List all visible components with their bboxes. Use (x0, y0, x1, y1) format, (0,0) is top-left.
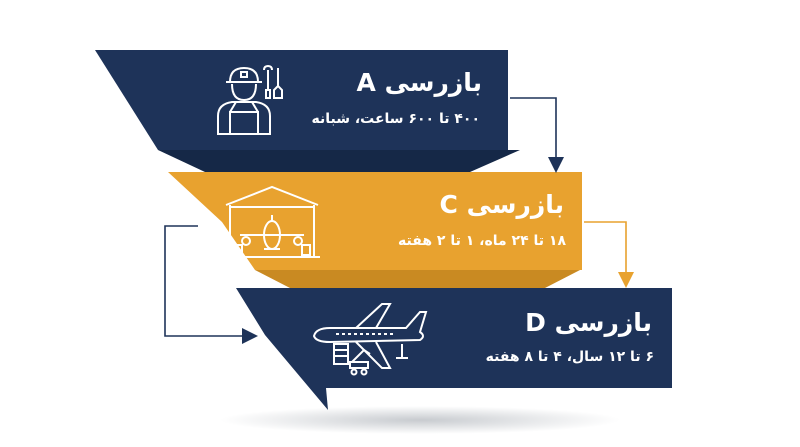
panel-d-shape (236, 288, 672, 410)
panel-d-subtitle: ۶ تا ۱۲ سال، ۴ تا ۸ هفته (485, 349, 654, 365)
connector-a-to-c (510, 97, 564, 173)
panel-a-subtitle: ۴۰۰ تا ۶۰۰ ساعت، شبانه (311, 111, 480, 127)
connector-c-to-d (584, 221, 634, 288)
panel-a-title: بازرسی A (356, 68, 483, 97)
hangar-icon (224, 185, 320, 258)
panel-c-subtitle: ۱۸ تا ۲۴ ماه، ۱ تا ۲ هفته (398, 233, 566, 249)
mechanic-icon (217, 64, 283, 135)
panel-c-shape (168, 172, 582, 270)
ground-shadow (220, 406, 620, 434)
panel-a-shape (95, 50, 508, 150)
panel-d-title: بازرسی D (525, 308, 652, 337)
fold-2 (255, 270, 580, 288)
airplane-service-icon (312, 303, 428, 376)
panel-c-title: بازرسی C (439, 190, 565, 219)
connector-left-to-d (164, 225, 258, 344)
fold-1 (158, 150, 520, 172)
